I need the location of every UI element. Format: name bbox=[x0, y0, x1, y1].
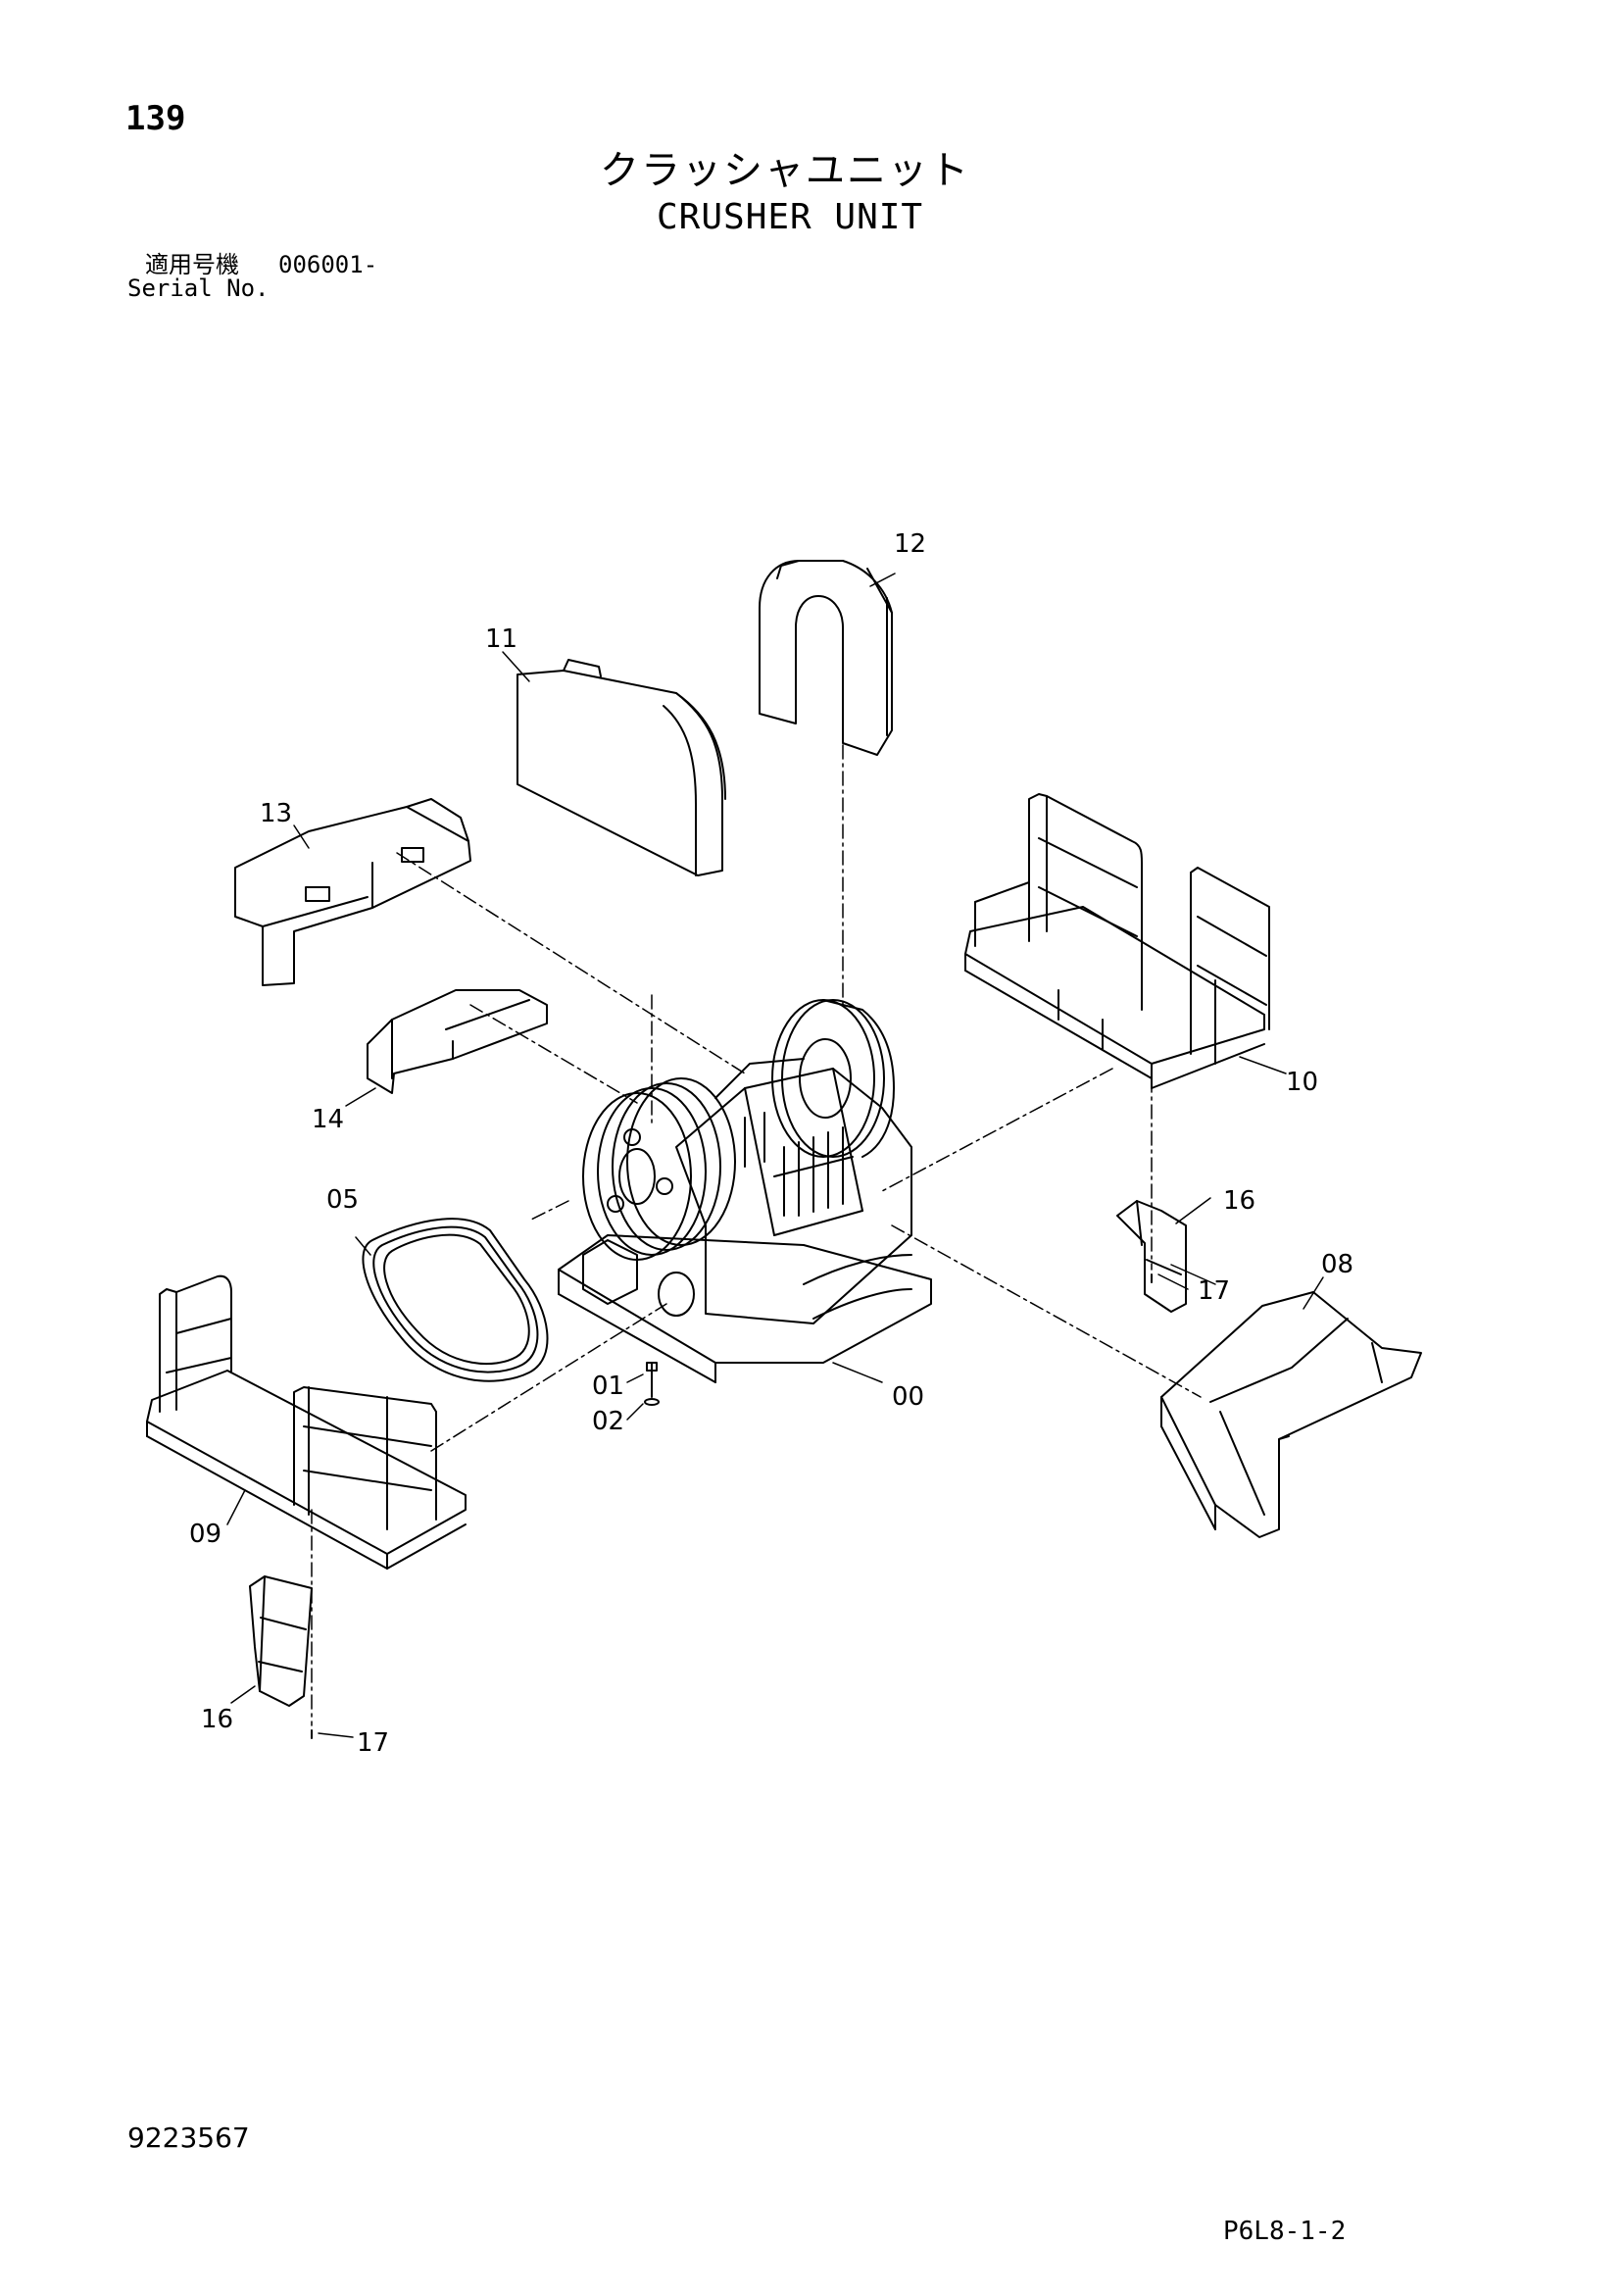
part-11-side-cover bbox=[516, 659, 726, 876]
part-12-arch-guard bbox=[759, 560, 893, 756]
serial-number-value: 006001- bbox=[278, 251, 378, 278]
part-14-lower-cover bbox=[367, 989, 548, 1094]
part-label-17-left: 17 bbox=[357, 1728, 389, 1758]
part-01-bolt bbox=[646, 1362, 658, 1398]
part-label-09: 09 bbox=[189, 1520, 221, 1549]
part-label-01: 01 bbox=[592, 1372, 624, 1401]
part-09-left-platform bbox=[146, 1274, 467, 1570]
part-label-10: 10 bbox=[1286, 1068, 1318, 1097]
part-label-17-right: 17 bbox=[1198, 1276, 1230, 1306]
serial-label-japanese: 適用号機 bbox=[145, 251, 239, 278]
part-label-14: 14 bbox=[312, 1105, 344, 1134]
part-08-hopper bbox=[1160, 1291, 1422, 1538]
part-10-right-platform bbox=[964, 793, 1270, 1089]
leader-lines bbox=[226, 573, 1324, 1738]
part-label-02: 02 bbox=[592, 1407, 624, 1436]
assembly-lines bbox=[311, 744, 1202, 1726]
part-13-top-cover bbox=[234, 798, 471, 986]
page-title-japanese: クラッシャユニット bbox=[600, 148, 970, 193]
part-00-crusher-body bbox=[558, 999, 932, 1383]
serial-label-english: Serial No. bbox=[127, 275, 270, 302]
page-number: 139 bbox=[125, 99, 186, 138]
part-label-08: 08 bbox=[1321, 1250, 1353, 1279]
part-label-11: 11 bbox=[485, 624, 517, 654]
part-16-left-step bbox=[249, 1575, 313, 1707]
document-number: 9223567 bbox=[127, 2121, 250, 2154]
page-title-english: CRUSHER UNIT bbox=[657, 197, 924, 237]
part-label-05: 05 bbox=[326, 1185, 359, 1215]
part-02-washer bbox=[644, 1398, 660, 1406]
part-label-00: 00 bbox=[892, 1382, 924, 1412]
part-label-13: 13 bbox=[260, 799, 292, 828]
reference-code: P6L8-1-2 bbox=[1223, 2217, 1347, 2246]
part-label-12: 12 bbox=[894, 529, 926, 559]
part-label-16-left: 16 bbox=[201, 1705, 233, 1734]
part-label-16-right: 16 bbox=[1223, 1186, 1255, 1216]
part-05-v-belt bbox=[362, 1218, 549, 1382]
part-16-right-step bbox=[1116, 1200, 1187, 1313]
